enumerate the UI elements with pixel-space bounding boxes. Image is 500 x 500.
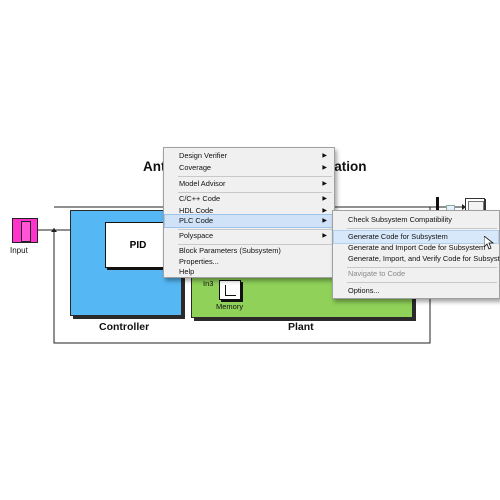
menu-item-label: Generate and Import Code for Subsystem: [348, 243, 486, 252]
menu-separator: [347, 282, 497, 283]
menu-item-model-advisor[interactable]: Model Advisor ▶: [165, 178, 333, 190]
menu-item-label: Navigate to Code: [348, 269, 406, 278]
menu-separator: [178, 192, 332, 193]
menu-separator: [347, 228, 497, 229]
pid-block[interactable]: PID: [105, 222, 171, 268]
submenu-item-generate-code[interactable]: Generate Code for Subsystem: [333, 230, 499, 244]
menu-item-label: Design Verifier: [179, 151, 228, 160]
menu-item-design-verifier[interactable]: Design Verifier ▶: [165, 150, 333, 162]
submenu-arrow-icon: ▶: [322, 153, 327, 159]
diagram-title-left: Ant: [143, 159, 166, 174]
in3-label: In3: [203, 279, 214, 288]
submenu-item-check-compatibility[interactable]: Check Subsystem Compatibility: [334, 214, 498, 226]
menu-item-help[interactable]: Help: [165, 266, 333, 278]
menu-item-label: Help: [179, 267, 195, 276]
menu-item-properties[interactable]: Properties...: [165, 256, 333, 268]
menu-item-label: Generate, Import, and Verify Code for Su…: [348, 254, 500, 263]
menu-item-polyspace[interactable]: Polyspace ▶: [165, 230, 333, 242]
arrowhead-feedback: [51, 228, 57, 232]
menu-item-hdl-code[interactable]: HDL Code ▶: [165, 205, 333, 217]
mouse-cursor-icon: [484, 236, 494, 250]
menu-item-c-cpp-code[interactable]: C/C++ Code ▶: [165, 193, 333, 205]
menu-item-label: PLC Code: [179, 216, 214, 225]
plant-label: Plant: [288, 321, 314, 333]
menu-item-label: Properties...: [179, 257, 219, 266]
submenu-arrow-icon: ▶: [322, 165, 327, 171]
pid-label: PID: [129, 239, 147, 251]
submenu-item-generate-import[interactable]: Generate and Import Code for Subsystem: [334, 242, 498, 254]
submenu-arrow-icon: ▶: [322, 181, 327, 187]
diagram-title-right: ration: [329, 159, 367, 174]
memory-label: Memory: [216, 302, 244, 311]
memory-block[interactable]: [219, 280, 241, 300]
controller-label: Controller: [99, 321, 150, 333]
menu-item-label: Block Parameters (Subsystem): [179, 246, 281, 255]
submenu-arrow-icon: ▶: [322, 196, 327, 202]
menu-item-plc-code[interactable]: PLC Code ▶: [164, 214, 334, 228]
menu-item-label: Generate Code for Subsystem: [348, 232, 448, 241]
menu-separator: [178, 229, 332, 230]
memory-icon: [225, 285, 236, 296]
menu-item-label: Model Advisor: [179, 179, 226, 188]
menu-item-label: Options...: [348, 286, 380, 295]
submenu-arrow-icon: ▶: [322, 233, 327, 239]
submenu-arrow-icon: ▶: [322, 218, 327, 224]
menu-separator: [178, 176, 332, 177]
submenu-item-options[interactable]: Options...: [334, 285, 498, 297]
input-block-icon: [21, 221, 31, 242]
mux-block[interactable]: [436, 197, 439, 216]
menu-separator: [347, 267, 497, 268]
input-label: Input: [10, 246, 28, 255]
context-menu: Design Verifier ▶ Coverage ▶ Model Advisor…: [163, 147, 335, 278]
menu-item-label: Check Subsystem Compatibility: [348, 215, 452, 224]
arrowhead-scope: [462, 204, 466, 210]
menu-item-label: HDL Code: [179, 206, 214, 215]
submenu-arrow-icon: ▶: [322, 208, 327, 214]
menu-item-label: Coverage: [179, 163, 212, 172]
submenu-item-generate-import-verify[interactable]: Generate, Import, and Verify Code for Su…: [334, 253, 500, 265]
menu-separator: [178, 244, 332, 245]
menu-item-label: Polyspace: [179, 231, 214, 240]
submenu-item-navigate-to-code: Navigate to Code: [334, 268, 498, 280]
menu-item-block-parameters[interactable]: Block Parameters (Subsystem): [165, 245, 333, 257]
plc-code-submenu: Check Subsystem Compatibility Generate C…: [332, 210, 500, 299]
input-block[interactable]: [12, 218, 38, 243]
menu-item-label: C/C++ Code: [179, 194, 221, 203]
menu-item-coverage[interactable]: Coverage ▶: [165, 162, 333, 174]
